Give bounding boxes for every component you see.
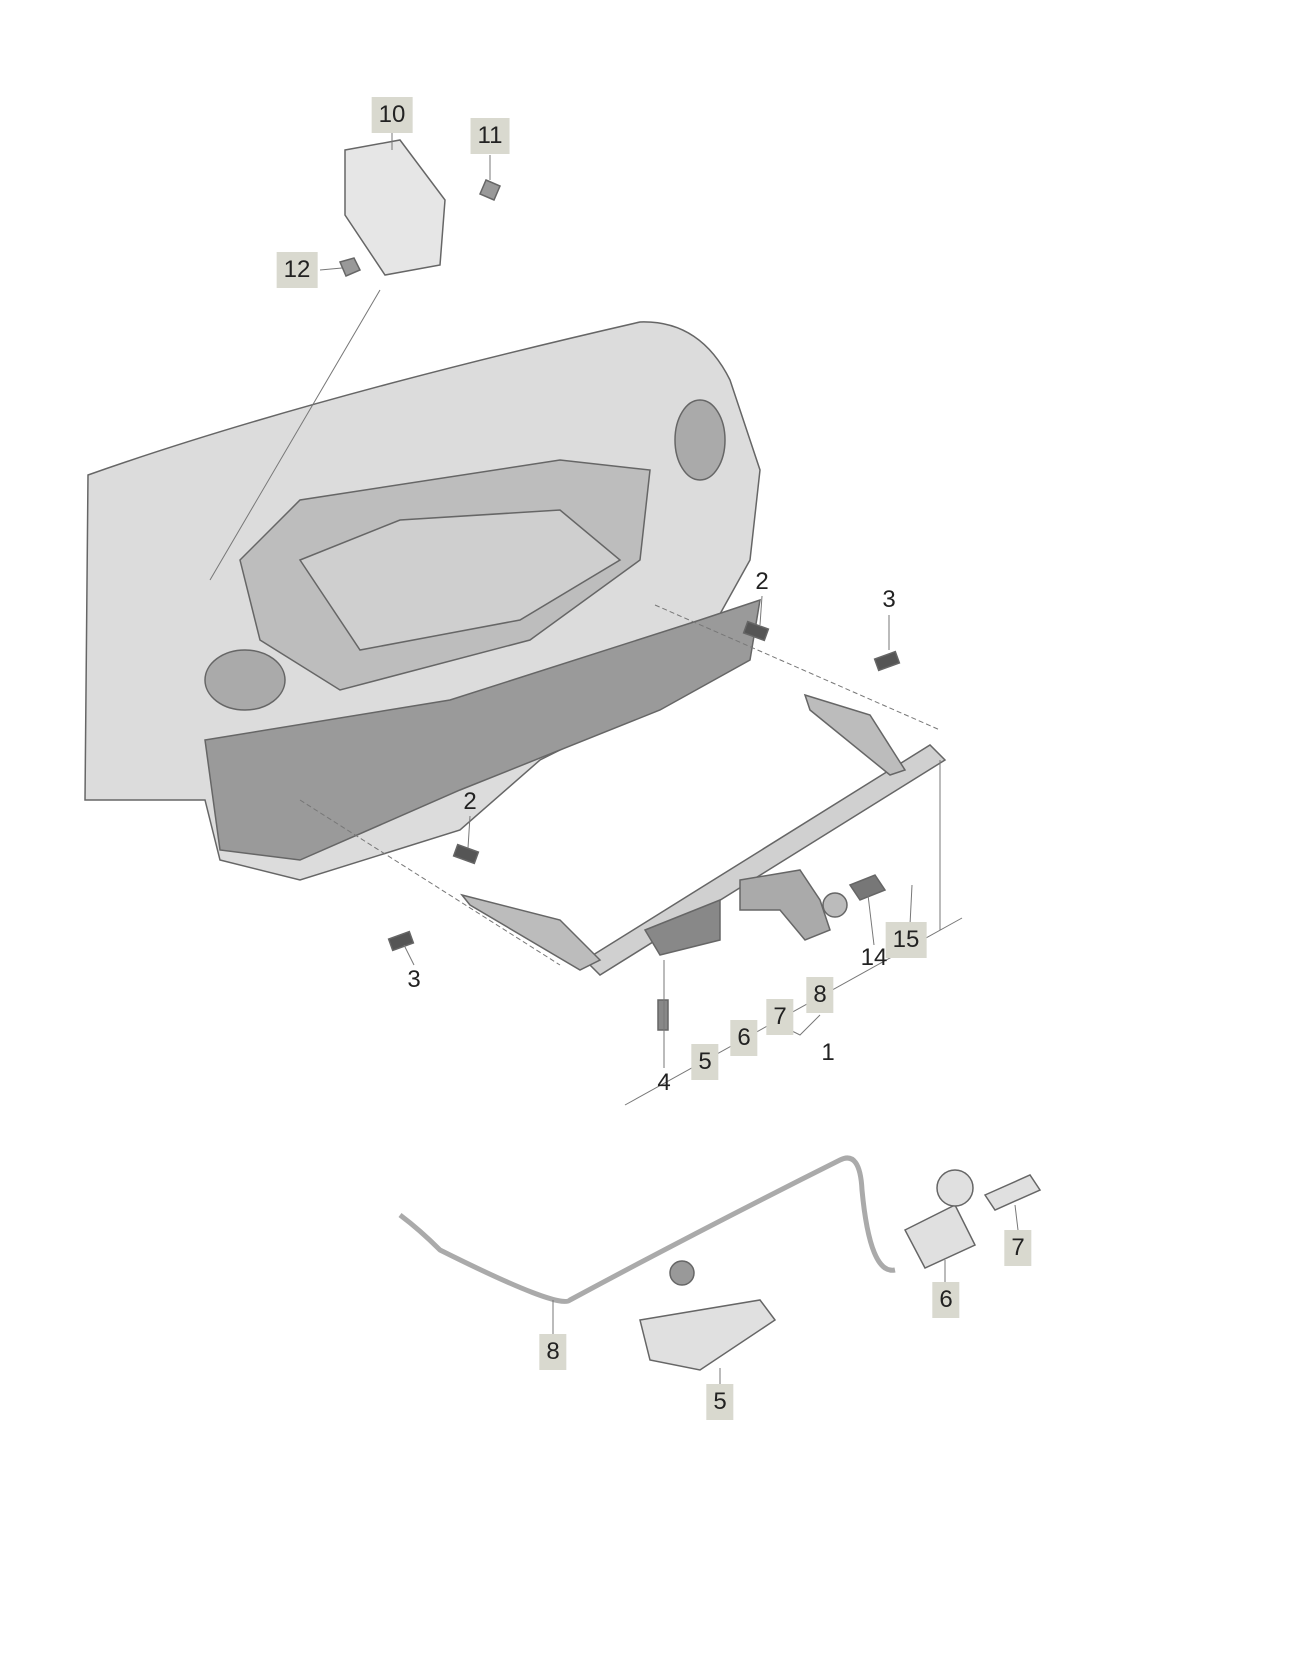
callout-8: 8 xyxy=(806,977,834,1013)
callout-6: 6 xyxy=(730,1020,758,1056)
nut-part xyxy=(338,257,362,277)
callout-4: 4 xyxy=(657,1069,671,1096)
detail-callout-7: 7 xyxy=(1004,1230,1032,1266)
bolt-part xyxy=(387,930,415,952)
right-taillight xyxy=(674,399,726,481)
left-bracket xyxy=(460,893,602,971)
lock-cylinder-part xyxy=(903,1203,977,1269)
trunk-floor xyxy=(298,509,622,651)
tow-ball-neck xyxy=(739,869,831,941)
callout-2: 2 xyxy=(463,788,477,815)
release-cable-part xyxy=(398,1155,896,1304)
detail-callout-8: 8 xyxy=(539,1334,567,1370)
callout-2: 2 xyxy=(755,568,769,595)
bolt-part xyxy=(452,843,480,865)
callout-14: 14 xyxy=(860,944,888,971)
key-part xyxy=(983,1174,1042,1211)
callout-3: 3 xyxy=(407,966,421,993)
detail-callout-5: 5 xyxy=(706,1384,734,1420)
callout-10: 10 xyxy=(371,97,413,133)
bolt-part xyxy=(873,650,901,672)
right-bracket xyxy=(803,693,907,776)
handle-part xyxy=(639,1299,777,1371)
left-taillight xyxy=(204,649,286,711)
callout-12: 12 xyxy=(276,252,318,288)
callout-11: 11 xyxy=(470,118,510,154)
bolt-part xyxy=(742,620,770,642)
callout-15: 15 xyxy=(885,922,927,958)
detail-callout-6: 6 xyxy=(932,1282,960,1318)
callout-7: 7 xyxy=(766,999,794,1035)
rear-bumper xyxy=(204,598,761,861)
handle-knob-part xyxy=(669,1260,695,1286)
socket-bracket-part xyxy=(848,874,887,901)
callout-3: 3 xyxy=(882,586,896,613)
lock-cap-part xyxy=(936,1169,974,1207)
tow-ball xyxy=(822,892,848,918)
hitch-mount xyxy=(643,898,721,956)
callout-1: 1 xyxy=(821,1039,835,1066)
hitch-screw-part xyxy=(657,999,669,1031)
control-unit-part xyxy=(344,139,446,276)
callout-5: 5 xyxy=(691,1044,719,1080)
screw-part xyxy=(479,179,501,201)
